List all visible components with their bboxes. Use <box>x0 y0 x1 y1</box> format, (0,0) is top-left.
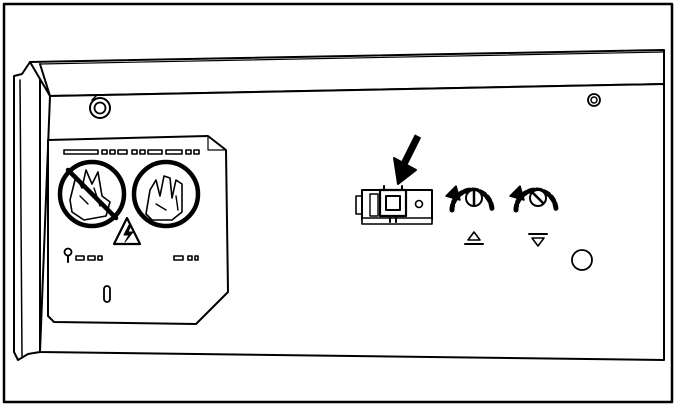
mounting-hole-icon <box>571 249 593 271</box>
key-icon <box>63 247 73 263</box>
pointer-arrow-icon <box>393 134 422 185</box>
switch-icon <box>355 185 433 225</box>
adjustment-dial-down-icon <box>509 185 559 247</box>
label-text-bars-top <box>63 149 200 155</box>
grommet-icon <box>89 95 111 119</box>
adjustment-dial-up-icon <box>445 185 495 245</box>
screw-icon <box>587 93 601 107</box>
panel-corner-edge <box>39 63 51 97</box>
electric-shock-warning-icon <box>112 216 142 246</box>
panel-side-line <box>19 79 23 357</box>
label-text-bars-bottom <box>75 255 199 261</box>
hand-illustration <box>131 159 201 229</box>
warning-label <box>47 135 229 325</box>
label-slot <box>103 285 111 303</box>
panel-top-line <box>39 51 665 65</box>
panel-side-edge <box>13 61 41 361</box>
no-entry-icon <box>57 159 127 229</box>
